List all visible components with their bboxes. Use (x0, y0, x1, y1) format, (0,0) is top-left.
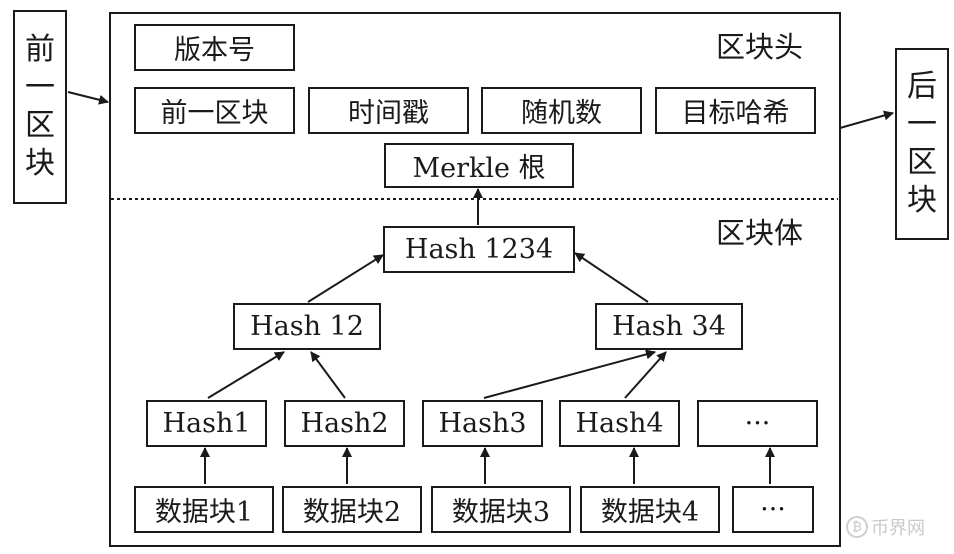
leaf-hash-box-ellipsis: ··· (697, 400, 818, 447)
leaf-hash-box: Hash3 (422, 400, 543, 447)
prev-block-box: 前 一 区 块 (13, 10, 67, 204)
arrow-h3-to-h34 (483, 349, 656, 399)
arrow-h2-to-h12 (310, 351, 346, 399)
data-block-box: 数据块3 (431, 486, 571, 533)
block-frame (109, 12, 841, 547)
timestamp-box: 时间戳 (308, 87, 469, 134)
arrow-h12-to-root (307, 254, 384, 303)
nonce-box: 随机数 (481, 87, 642, 134)
next-block-box: 后 一 区 块 (895, 48, 949, 240)
watermark-text: 币界网 (871, 518, 925, 539)
body-title: 区块体 (716, 216, 804, 250)
data-block-box: 数据块1 (134, 486, 274, 533)
next-block-char: 一 (907, 107, 937, 142)
arrow-prev-to-block (67, 91, 109, 105)
data-block-box-ellipsis: ··· (732, 486, 814, 533)
next-block-char: 块 (907, 183, 937, 218)
arrow-h1-to-h12 (207, 351, 285, 399)
leaf-hash-box: Hash4 (559, 400, 680, 447)
merkle-root-box: Merkle 根 (384, 143, 574, 188)
data-block-box: 数据块4 (580, 486, 720, 533)
target-hash-box: 目标哈希 (655, 87, 816, 134)
prev-block-char: 前 (25, 32, 55, 67)
next-block-char: 区 (907, 145, 937, 180)
prev-block-char: 一 (25, 70, 55, 105)
hash-34-box: Hash 34 (595, 303, 743, 350)
hash-12-box: Hash 12 (233, 303, 381, 350)
watermark-coin-icon: ₿ (846, 516, 868, 538)
prev-block-char: 区 (25, 108, 55, 143)
leaf-hash-box: Hash2 (284, 400, 405, 447)
hash-root-box: Hash 1234 (383, 226, 575, 273)
version-box: 版本号 (134, 24, 295, 71)
next-block-char: 后 (907, 69, 937, 104)
data-block-box: 数据块2 (282, 486, 422, 533)
watermark: ₿ 币界网 (846, 514, 925, 540)
arrow-h4-to-h34 (624, 351, 667, 399)
prev-block-field-box: 前一区块 (134, 87, 295, 134)
leaf-hash-box: Hash1 (146, 400, 267, 447)
header-title: 区块头 (716, 30, 804, 64)
prev-block-char: 块 (25, 146, 55, 181)
arrow-block-to-next (839, 110, 894, 129)
arrow-h34-to-root (574, 252, 649, 303)
